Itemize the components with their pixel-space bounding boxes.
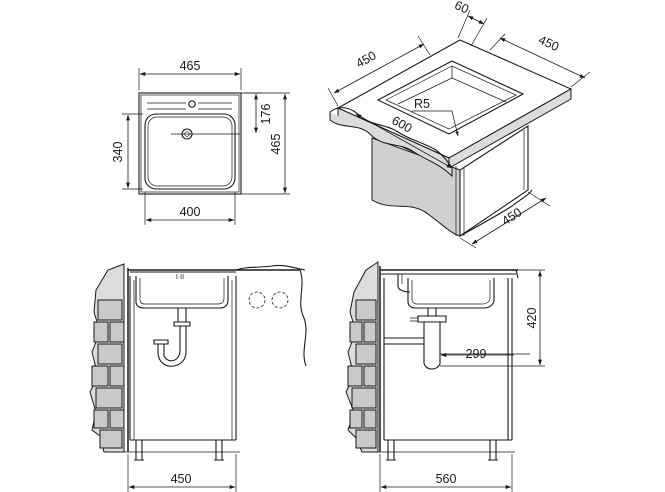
dim-iso-radius: R5	[414, 97, 430, 111]
dim-iso-left: 450	[354, 48, 379, 70]
front-sink-bowl	[135, 276, 229, 309]
side-elevation: 299 420 560	[345, 261, 545, 492]
dim-side-height: 420	[525, 308, 539, 329]
sink-bowl	[144, 113, 236, 190]
dim-iso-60: 60	[452, 0, 470, 17]
dim-front-width: 450	[171, 472, 192, 486]
dim-top-height: 465	[269, 134, 283, 155]
dim-side-width: 560	[436, 472, 457, 486]
side-leg-right-icon	[488, 440, 498, 461]
dim-side-drain: 299	[466, 347, 487, 361]
pipe-circle-icon	[271, 291, 289, 309]
sink-outline	[138, 92, 242, 195]
front-elevation: I·II 450	[89, 263, 307, 492]
top-view: 465 340 400 176 465	[111, 59, 290, 225]
dim-bowl-width: 400	[180, 205, 201, 219]
leg-right-icon	[214, 440, 224, 461]
side-leg-left-icon	[386, 440, 396, 461]
isometric-view: 60 450 450 R5 600 450	[327, 0, 591, 249]
dim-top-width: 465	[180, 59, 201, 73]
siphon-icon	[177, 308, 187, 323]
leg-left-icon	[134, 440, 144, 461]
tap-hole-icon	[188, 100, 196, 108]
side-drain-fitting-icon	[417, 315, 447, 323]
dim-iso-right: 450	[536, 33, 561, 55]
dim-drain-offset: 176	[259, 104, 273, 125]
dim-bowl-depth: 340	[111, 142, 125, 163]
pipe-circle-icon	[248, 291, 266, 309]
side-sink-bowl	[407, 278, 495, 309]
svg-text:I·II: I·II	[176, 274, 184, 281]
